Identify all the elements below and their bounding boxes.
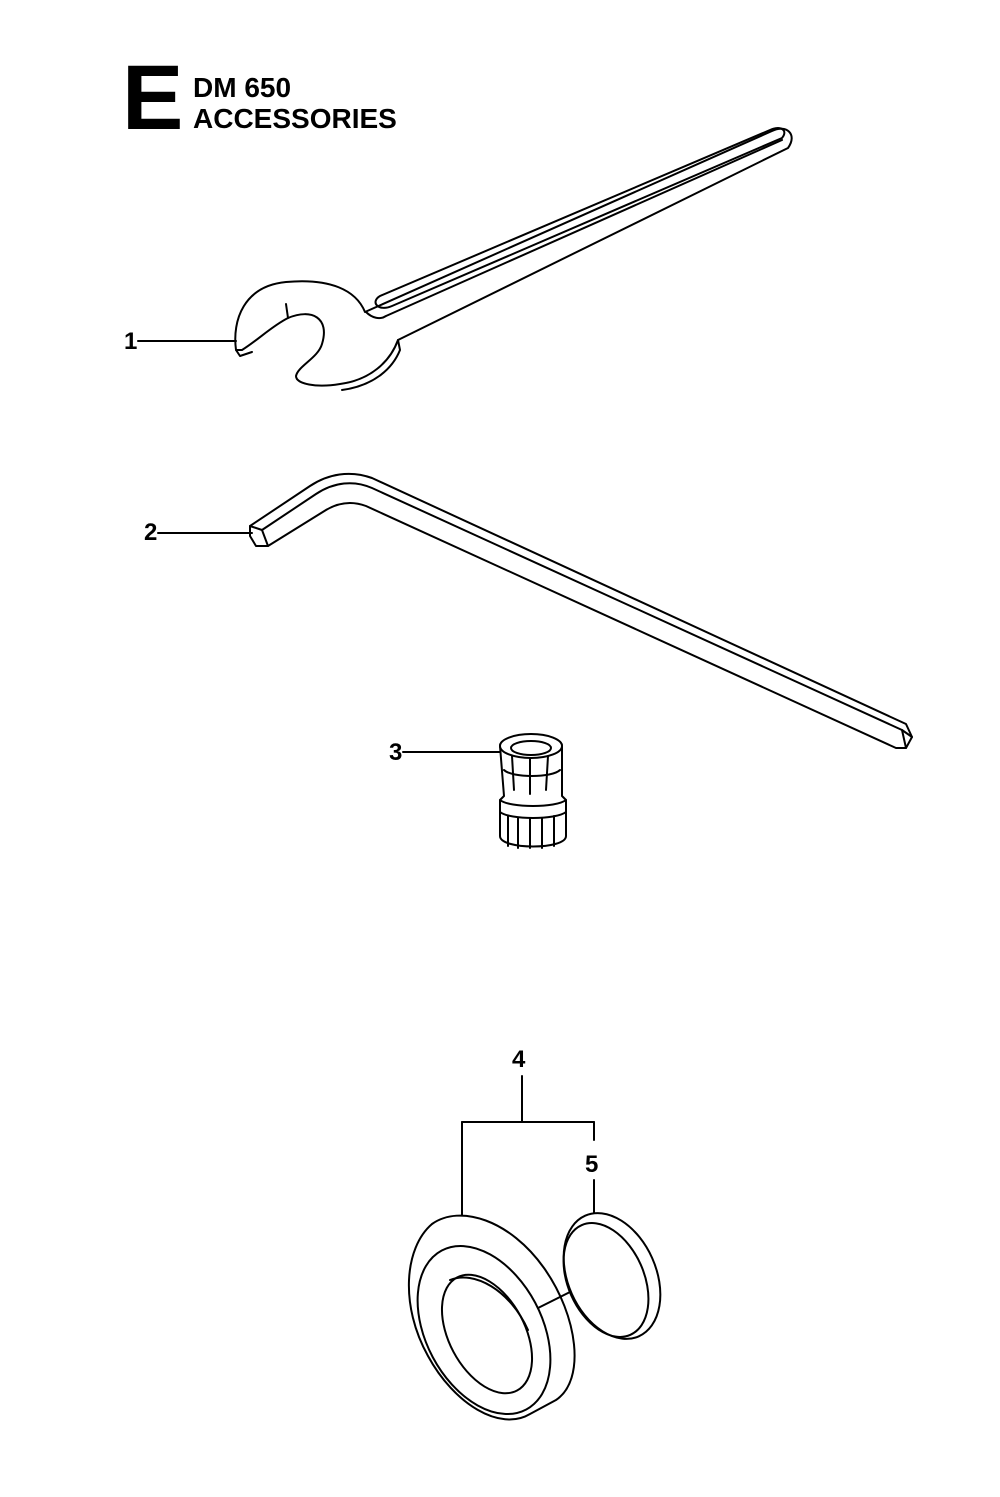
callout-2: 2 bbox=[144, 519, 158, 546]
callout-5: 5 bbox=[585, 1151, 599, 1178]
callout-4: 4 bbox=[512, 1046, 526, 1073]
callout-1: 1 bbox=[124, 328, 138, 355]
section-subtitle: ACCESSORIES bbox=[193, 103, 397, 134]
hex-key-icon bbox=[249, 472, 913, 749]
ring-set-icon bbox=[407, 1214, 576, 1421]
section-letter: E bbox=[122, 47, 183, 149]
model-title: DM 650 bbox=[193, 72, 292, 103]
title-block: DM 650 ACCESSORIES bbox=[193, 72, 397, 134]
open-end-wrench-icon bbox=[234, 127, 793, 391]
callout-3: 3 bbox=[389, 739, 403, 766]
adapter-nut-icon bbox=[499, 733, 567, 849]
thin-ring-icon bbox=[562, 1212, 662, 1340]
